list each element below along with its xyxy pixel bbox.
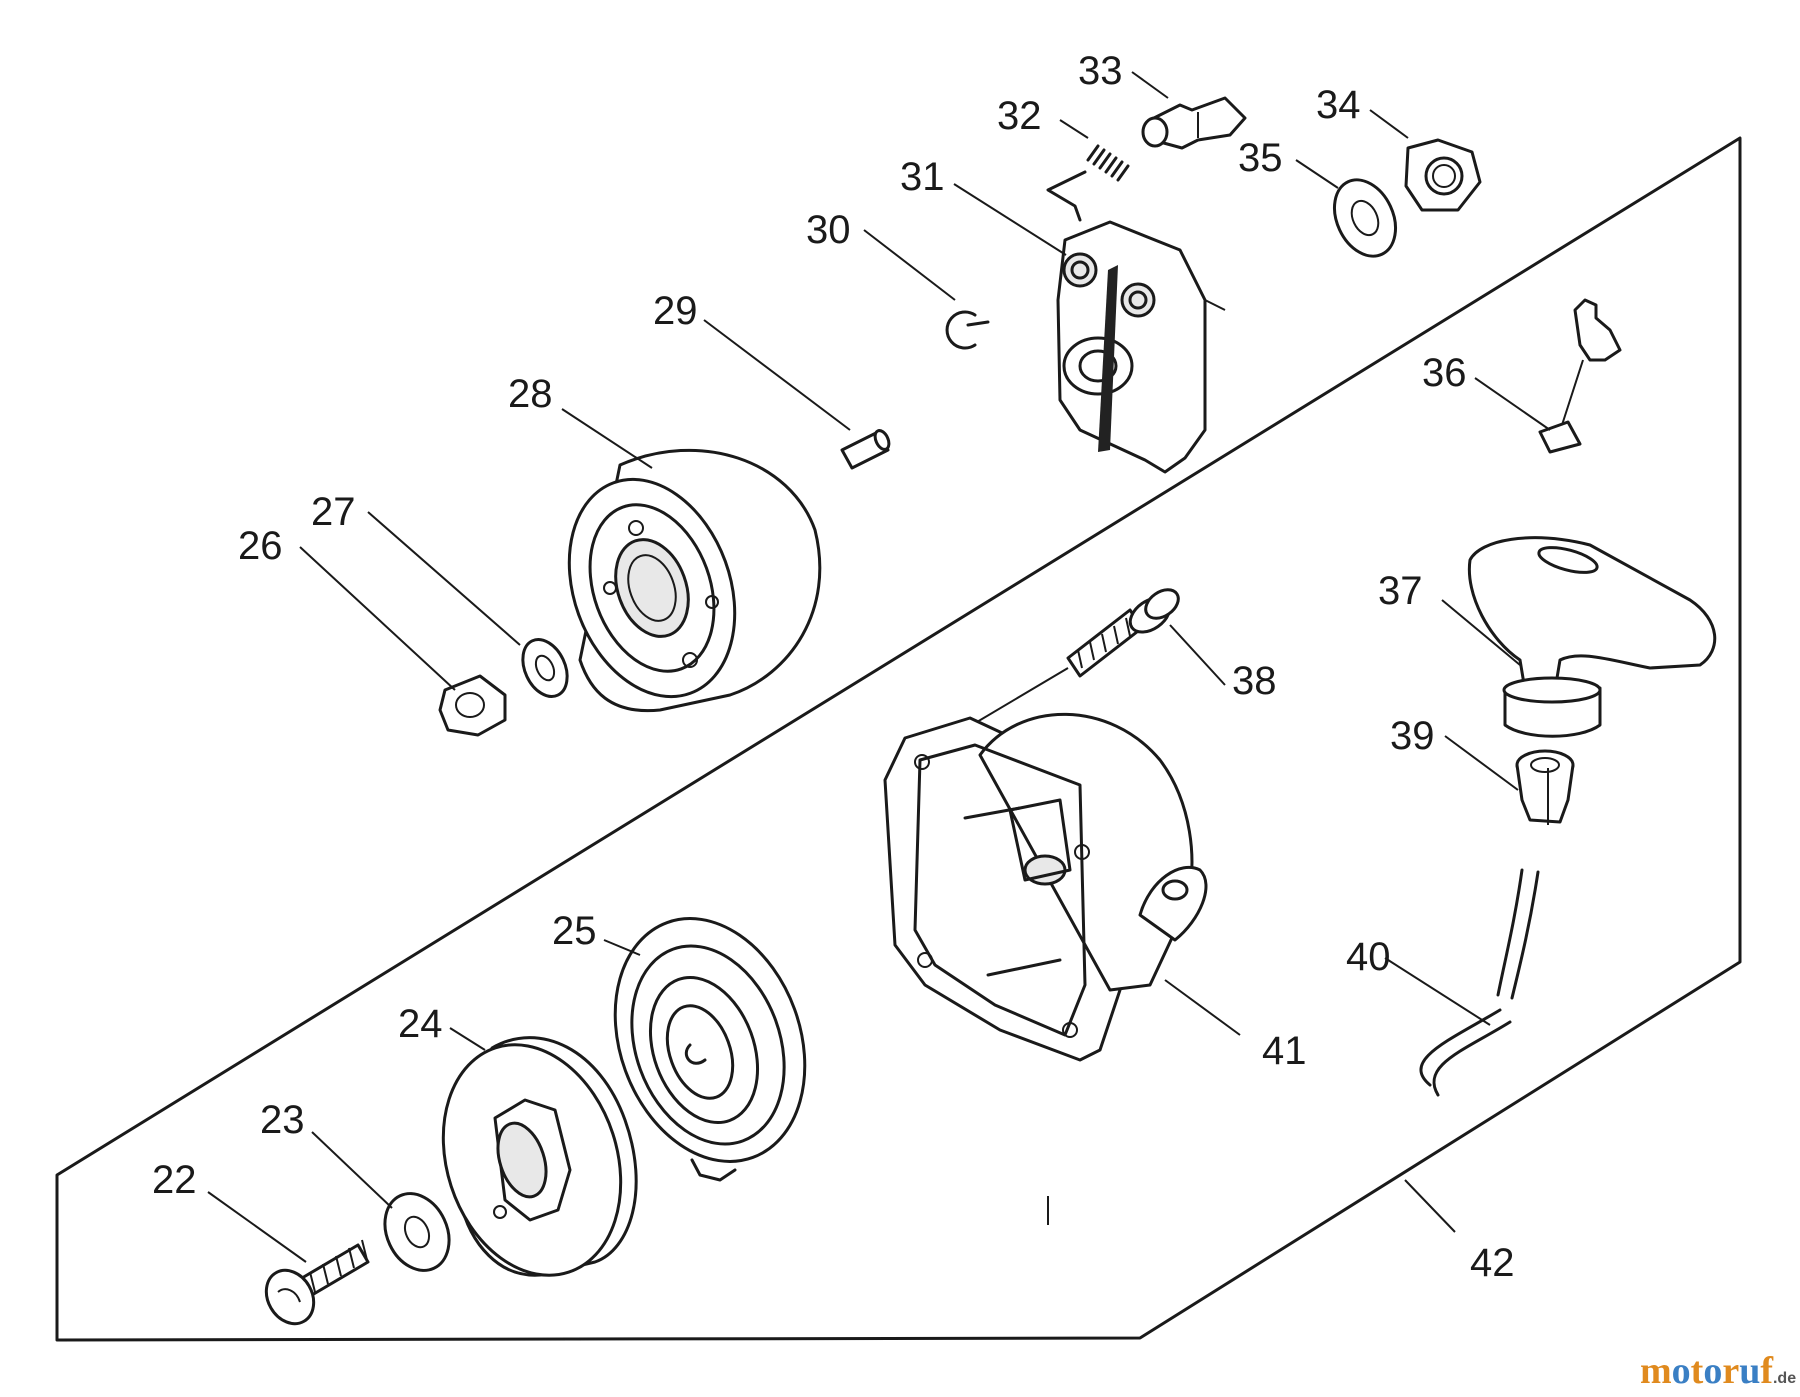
part-label-22: 22 <box>152 1158 197 1202</box>
part-39-bushing <box>1515 749 1575 824</box>
part-26-hex-nut <box>438 674 507 737</box>
part-label-26: 26 <box>238 524 283 568</box>
part-35-washer <box>1333 178 1397 258</box>
part-label-35: 35 <box>1238 136 1283 180</box>
part-27-washer <box>521 638 569 698</box>
part-label-39: 39 <box>1390 714 1435 758</box>
part-label-27: 27 <box>311 490 356 534</box>
part-label-34: 34 <box>1316 83 1361 127</box>
part-32-spring <box>1046 144 1130 222</box>
part-22-screw <box>264 1239 370 1326</box>
part-23-washer <box>383 1192 451 1272</box>
assembly-boundary <box>55 136 1742 1342</box>
part-label-24: 24 <box>398 1002 443 1046</box>
part-label-36: 36 <box>1422 351 1467 395</box>
part-38-bolt <box>954 588 1180 736</box>
part-34-hex-nut <box>1404 138 1482 212</box>
watermark-logo: motoruf.de <box>1640 1350 1796 1392</box>
part-label-37: 37 <box>1378 569 1423 613</box>
part-label-41: 41 <box>1262 1029 1307 1073</box>
part-37-starter-handle <box>1467 536 1717 738</box>
part-label-38: 38 <box>1232 659 1277 703</box>
part-label-23: 23 <box>260 1098 305 1142</box>
part-label-40: 40 <box>1346 935 1391 979</box>
part-29-pin <box>840 429 891 470</box>
part-25-recoil-spring <box>613 917 807 1182</box>
part-31-pawl-block <box>1056 220 1226 474</box>
part-number-labels: 22 23 24 25 26 27 28 29 30 31 32 33 34 3… <box>152 49 1515 1285</box>
part-label-31: 31 <box>900 155 945 199</box>
part-30-e-clip <box>945 310 990 350</box>
part-36-cable-fitting <box>1538 298 1622 454</box>
part-label-30: 30 <box>806 208 851 252</box>
part-label-42: 42 <box>1470 1241 1515 1285</box>
part-41-housing <box>883 712 1208 1062</box>
part-label-25: 25 <box>552 909 597 953</box>
part-label-29: 29 <box>653 289 698 333</box>
part-33-elbow-fitting <box>1141 96 1247 150</box>
watermark-brand: motoruf.de <box>1640 1350 1796 1392</box>
part-label-28: 28 <box>508 372 553 416</box>
part-label-33: 33 <box>1078 49 1123 93</box>
part-24-reel <box>441 1036 638 1277</box>
part-28-drum <box>567 448 822 713</box>
part-label-32: 32 <box>997 94 1042 138</box>
leader-lines <box>207 71 1551 1263</box>
